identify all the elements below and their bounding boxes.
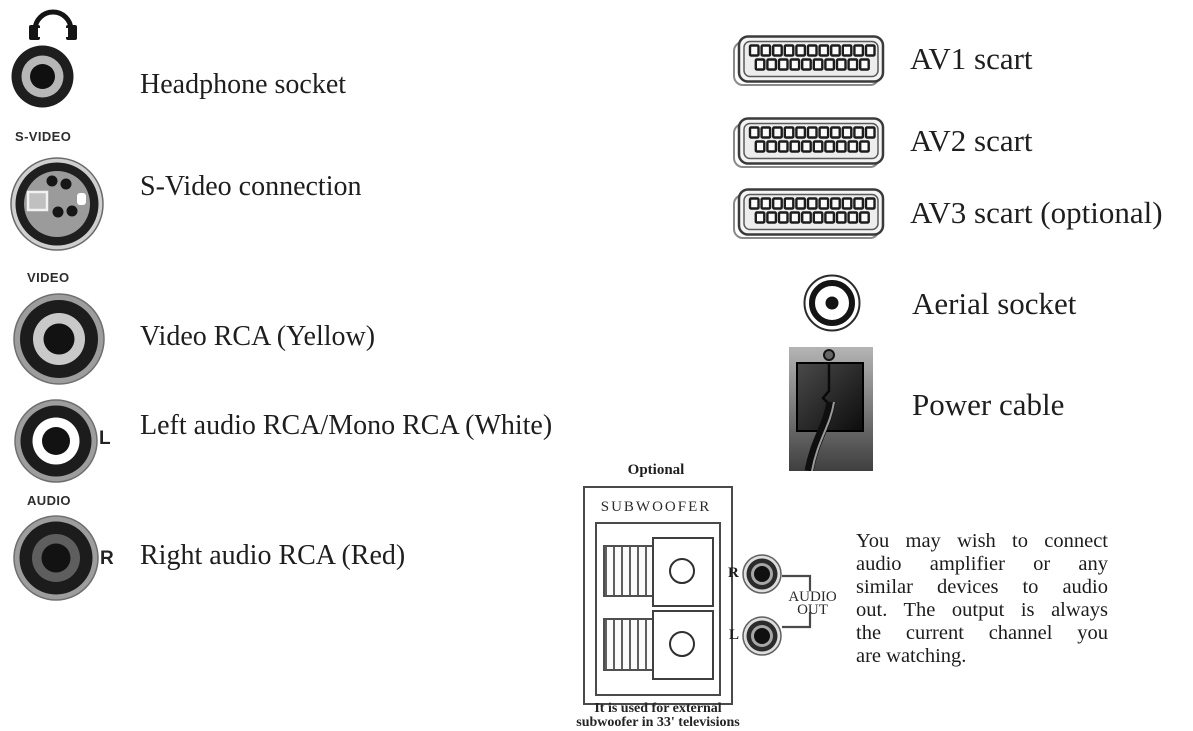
subwoofer-caption-line1: It is used for external: [594, 701, 722, 716]
speaker-terminal-spring-icon: [603, 545, 657, 597]
aerial-socket-label: Aerial socket: [912, 286, 1077, 321]
audio-out-label-line1: AUDIO: [788, 589, 837, 605]
audio-out-left-letter: L: [729, 627, 740, 643]
av1-scart-label: AV1 scart: [910, 41, 1033, 76]
right-audio-rca-connector-icon: [13, 515, 99, 601]
subwoofer-optional-label: Optional: [627, 462, 685, 478]
audio-out-right-rca-icon: [742, 554, 782, 594]
audio-tag: AUDIO: [27, 493, 71, 508]
audio-out-label: AUDIO OUT: [765, 589, 860, 618]
av2-scart-label: AV2 scart: [910, 123, 1033, 158]
audio-out-right-letter: R: [728, 565, 739, 581]
power-cable-label: Power cable: [912, 387, 1065, 422]
subwoofer-caption: It is used for external subwoofer in 33'…: [558, 702, 758, 730]
video-rca-label: Video RCA (Yellow): [140, 321, 376, 352]
right-audio-rca-label: Right audio RCA (Red): [140, 540, 406, 571]
video-rca-connector-icon: [13, 293, 105, 385]
subwoofer-title: SUBWOOFER: [600, 499, 712, 515]
audio-out-bracket-lines: [782, 574, 812, 629]
left-audio-rca-connector-icon: [14, 399, 98, 483]
audio-out-left-rca-icon: [742, 616, 782, 656]
s-video-connector-icon: [10, 157, 104, 251]
av1-scart-connector-icon: [733, 35, 885, 86]
headphone-socket-label: Headphone socket: [140, 69, 347, 100]
headphones-icon: [29, 9, 77, 40]
power-cable-icon: [789, 347, 873, 471]
note-line: You may wish to connect: [856, 530, 1108, 552]
speaker-terminal-spring-icon: [603, 618, 657, 671]
right-channel-letter: R: [100, 548, 114, 569]
av3-scart-connector-icon: [733, 188, 885, 239]
audio-out-label-line2: OUT: [797, 602, 828, 618]
left-audio-rca-label: Left audio RCA/Mono RCA (White): [140, 410, 553, 441]
headphone-socket-icon: [11, 45, 74, 108]
left-channel-letter: L: [99, 428, 111, 449]
note-line: are watching.: [856, 645, 967, 667]
scart-pins: [748, 44, 876, 71]
audio-out-note: You may wish to connect audio amplifier …: [856, 530, 1108, 668]
s-video-label: S-Video connection: [140, 171, 362, 202]
s-video-tag: S-VIDEO: [15, 129, 72, 144]
scart-pins: [748, 126, 876, 153]
aerial-socket-icon: [803, 274, 861, 332]
subwoofer-caption-line2: subwoofer in 33' televisions: [576, 715, 740, 730]
note-line: similar devices to audio: [856, 576, 1108, 598]
av3-scart-label: AV3 scart (optional): [910, 195, 1163, 230]
note-line: out. The output is always: [856, 599, 1108, 621]
av2-scart-connector-icon: [733, 117, 885, 168]
terminal-hole-icon: [669, 558, 695, 584]
note-line: the current channel you: [856, 622, 1108, 644]
note-line: audio amplifier or any: [856, 553, 1108, 575]
scart-pins: [748, 197, 876, 224]
video-tag: VIDEO: [27, 270, 70, 285]
terminal-hole-icon: [669, 631, 695, 657]
